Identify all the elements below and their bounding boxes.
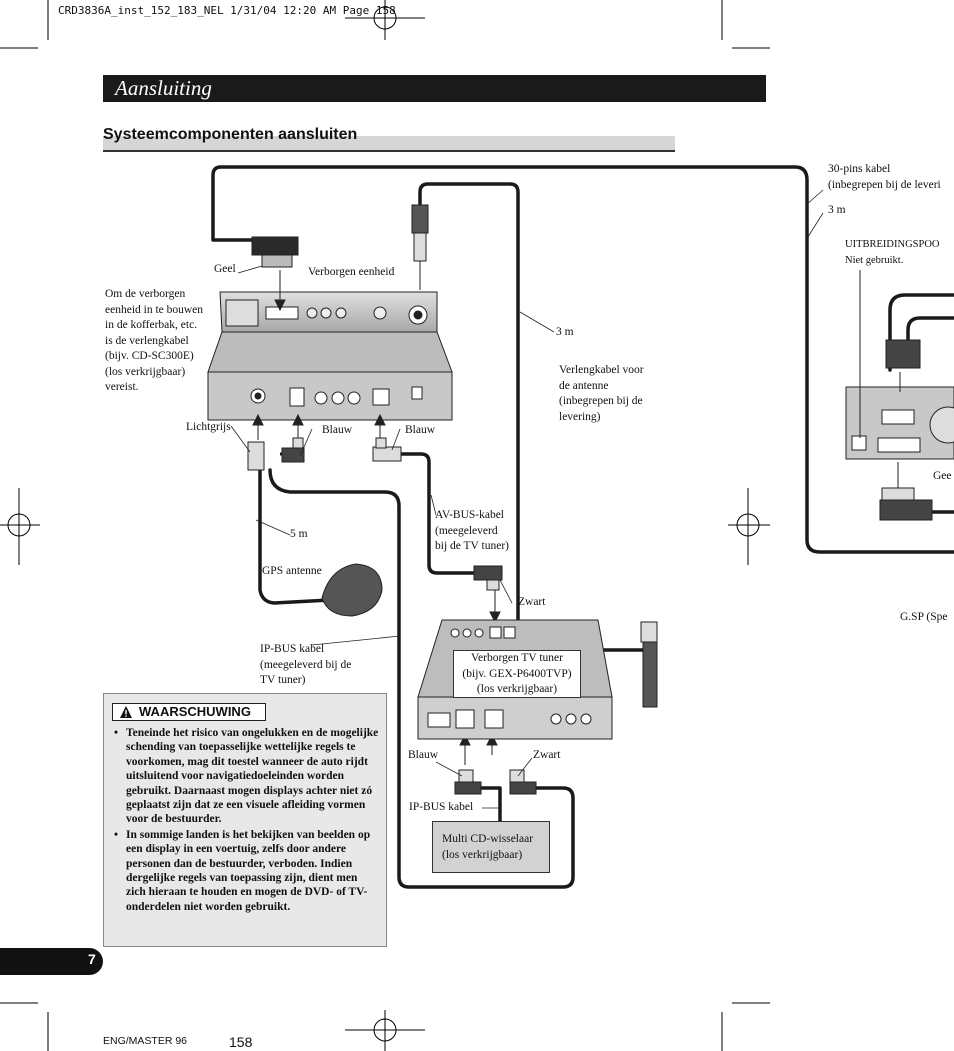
label-om-de-verborgen: Om de verborgen eenheid in te bouwen in …: [105, 288, 204, 393]
hidden-unit: [207, 291, 453, 421]
label-lichtgrijs: Lichtgrijs: [186, 421, 231, 433]
antenna-plug: [411, 204, 429, 290]
label-blauw-2: Blauw: [405, 424, 436, 436]
print-header: CRD3836A_inst_152_183_NEL 1/31/04 12:20 …: [58, 4, 396, 17]
av-bus-cable: [393, 452, 475, 575]
label-3m-1: 3 m: [556, 326, 574, 338]
warning-item: In sommige landen is het bekijken van be…: [114, 828, 380, 914]
label-zwart-1: Zwart: [518, 596, 546, 608]
label-blauw-3: Blauw: [408, 749, 439, 761]
page-number: 158: [229, 1034, 253, 1050]
label-gps-antenne: GPS antenne: [262, 565, 322, 577]
yellow-plug: [251, 236, 299, 268]
cd-cable: [478, 786, 502, 823]
footer-master: ENG/MASTER 96: [103, 1035, 188, 1047]
title-bar: Aansluiting: [103, 75, 766, 102]
label-multi-cd: Multi CD-wisselaar (los verkrijgbaar): [432, 821, 550, 873]
warning-box: WAARSCHUWING Teneinde het risico van ong…: [103, 693, 387, 947]
label-geel: Geel: [214, 263, 236, 275]
ip-bus-cable: [268, 468, 575, 889]
page-title: Aansluiting: [115, 76, 212, 100]
label-blauw-1: Blauw: [322, 424, 353, 436]
section-title: Systeemcomponenten aansluiten: [103, 126, 358, 143]
right-unit-loop2: [906, 316, 954, 347]
label-av-bus-kabel: AV-BUS-kabel (meegeleverd bij de TV tune…: [435, 509, 509, 552]
section-heading: Systeemcomponenten aansluiten: [103, 124, 675, 152]
gps-cable: [258, 468, 332, 605]
label-ip-bus-kabel-1: IP-BUS kabel (meegeleverd bij de TV tune…: [260, 643, 352, 686]
warning-title: WAARSCHUWING: [139, 704, 251, 719]
warning-list: Teneinde het risico van ongelukken en de…: [114, 726, 380, 915]
chapter-tab: 7: [0, 948, 103, 975]
label-verborgen-eenheid: Verborgen eenheid: [308, 266, 395, 278]
right-unit-partial: [845, 270, 954, 521]
warning-badge: WAARSCHUWING: [112, 703, 266, 721]
label-verborgen-tv-tuner: Verborgen TV tuner (bijv. GEX-P6400TVP) …: [453, 650, 581, 698]
chapter-number: 7: [88, 951, 96, 967]
label-30-pins-kabel: 30-pins kabel (inbegrepen bij de leveri: [828, 163, 941, 191]
gps-antenna-shape: [321, 563, 383, 617]
label-zwart-2: Zwart: [533, 749, 561, 761]
warning-item: Teneinde het risico van ongelukken en de…: [114, 726, 380, 827]
label-3m-2: 3 m: [828, 204, 846, 216]
label-gee: Gee: [933, 470, 952, 482]
label-5m: 5 m: [290, 528, 308, 540]
right-unit-loop: [888, 293, 954, 372]
label-gsp: G.SP (Spe: [900, 611, 948, 623]
label-uitbreidingspoort: UITBREIDINGSPOO Niet gebruikt.: [845, 239, 940, 266]
loop-cable: [211, 165, 954, 554]
label-ip-bus-kabel-2: IP-BUS kabel: [409, 801, 474, 813]
label-verlengkabel: Verlengkabel voor de antenne (inbegrepen…: [559, 364, 644, 423]
warning-icon: [120, 706, 132, 718]
